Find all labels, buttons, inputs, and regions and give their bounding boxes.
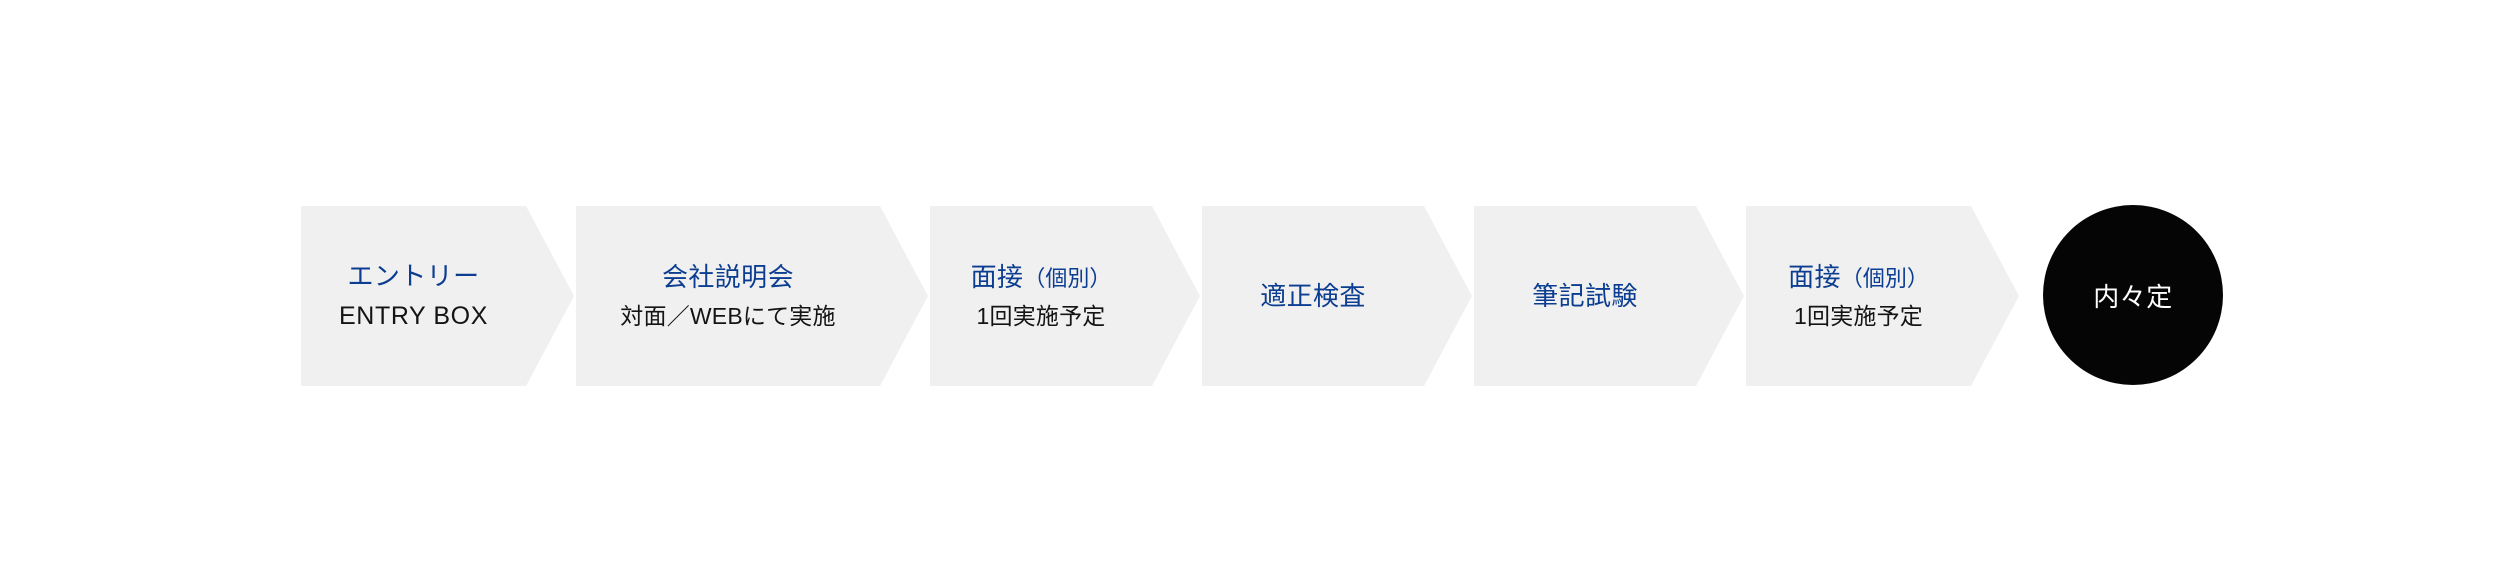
flow-step-written-exam[interactable]: 筆記試験 [1474,206,1744,386]
flow-step-title: 面接（個別） [1788,262,1929,293]
flow-step-content: 筆記試験 [1474,278,1744,315]
flow-step-content: 適正検査 [1202,278,1472,315]
flow-step-informal-offer[interactable]: 内々定 [2043,205,2223,385]
flow-step-title-note: （個別） [1023,266,1112,292]
step-gap [1472,296,1474,297]
flow-step-subtitle: 1回実施予定 [976,303,1106,330]
flow-step-content: 会社説明会 対面／WEBにて実施 [576,259,928,333]
step-gap [928,296,930,297]
flow-step-aptitude-test[interactable]: 適正検査 [1202,206,1472,386]
flow-step-title-note: （個別） [1840,266,1929,292]
flow-step-subtitle: 1回実施予定 [1794,303,1923,330]
step-gap [1200,296,1202,297]
flow-step-title: 会社説明会 [661,262,794,293]
step-gap [574,296,576,297]
flow-step-entry[interactable]: エントリー ENTRY BOX [301,206,574,386]
flow-step-title: 適正検査 [1260,280,1366,311]
flow-step-title: 内々定 [2093,281,2173,312]
process-flow-steps: エントリー ENTRY BOX 会社説明会 対面／WEBにて実施 面接（個別） … [301,206,2019,386]
flow-step-content: 面接（個別） 1回実施予定 [1746,259,2019,333]
flow-step-subtitle: 対面／WEBにて実施 [620,303,836,330]
flow-step-title: 面接（個別） [970,262,1112,293]
flow-step-subtitle: ENTRY BOX [339,301,488,330]
flow-step-title: 筆記試験 [1532,280,1638,311]
flow-step-interview-first[interactable]: 面接（個別） 1回実施予定 [930,206,1200,386]
step-gap [1744,296,1746,297]
flow-step-interview-final[interactable]: 面接（個別） 1回実施予定 [1746,206,2019,386]
flow-step-company-briefing[interactable]: 会社説明会 対面／WEBにて実施 [576,206,928,386]
flow-step-content: エントリー ENTRY BOX [301,258,574,334]
flow-step-content: 面接（個別） 1回実施予定 [930,259,1200,333]
flow-step-title: エントリー [347,260,480,291]
